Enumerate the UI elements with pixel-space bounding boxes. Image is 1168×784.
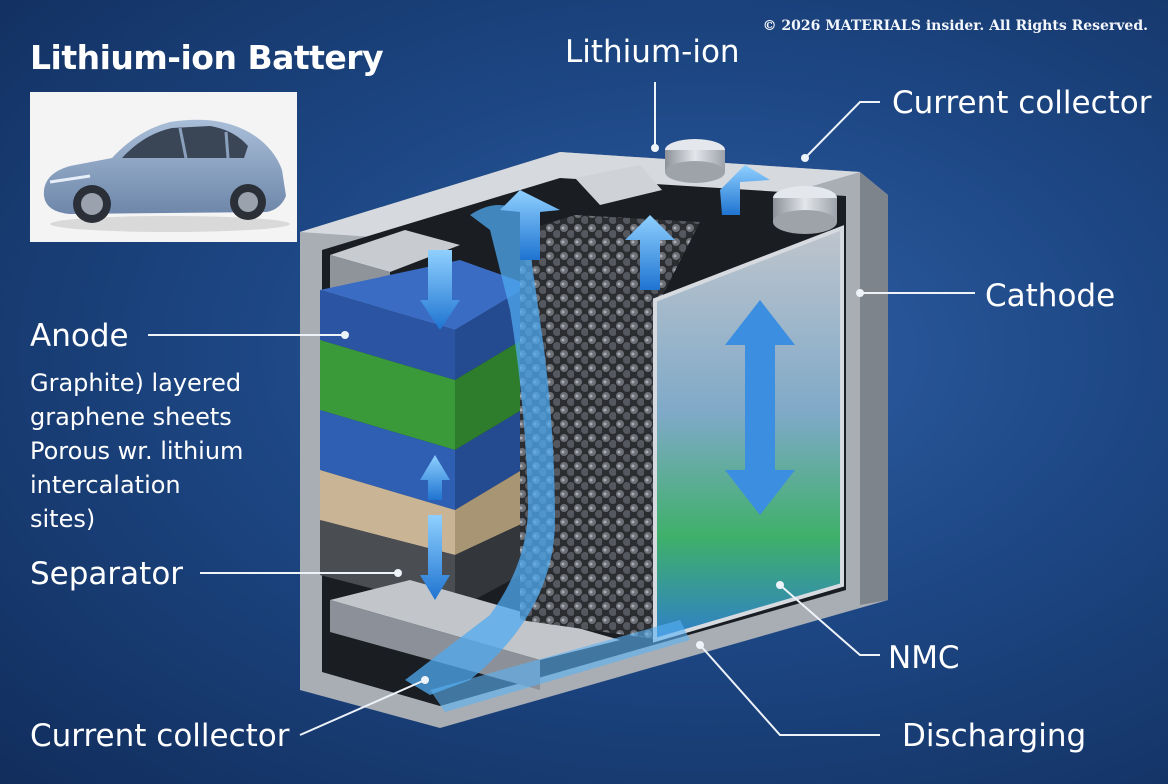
label-discharging: Discharging (902, 718, 1087, 754)
terminals (575, 139, 837, 234)
label-current-collector-bottom: Current collector (30, 718, 290, 754)
car-icon (43, 119, 290, 232)
label-current-collector-top: Current collector (892, 85, 1152, 121)
anode-stack (320, 230, 620, 690)
car-photo (30, 92, 297, 242)
label-cathode: Cathode (985, 278, 1116, 314)
label-lithium-ion: Lithium-ion (565, 34, 740, 70)
casing-right (860, 172, 888, 605)
anode-description-line: sites) (30, 505, 96, 533)
anode-description-line: intercalation (30, 471, 181, 499)
page-title: Lithium-ion Battery (30, 38, 384, 77)
anode-description-line: Graphite) layered (30, 369, 242, 397)
electrolyte-flow (405, 205, 555, 695)
leader-dots (341, 144, 864, 684)
label-nmc: NMC (888, 640, 960, 676)
label-separator: Separator (30, 556, 184, 592)
anode-description-line: graphene sheets (30, 403, 232, 431)
leader-lines (148, 82, 975, 736)
anode-description: Graphite) layered graphene sheets Porous… (30, 366, 243, 536)
ion-arrows (420, 165, 795, 600)
copyright-notice: © 2026 MATERIALS insider. All Rights Res… (762, 18, 1148, 34)
anode-description-line: Porous wr. lithium (30, 437, 244, 465)
label-anode: Anode (30, 318, 129, 354)
